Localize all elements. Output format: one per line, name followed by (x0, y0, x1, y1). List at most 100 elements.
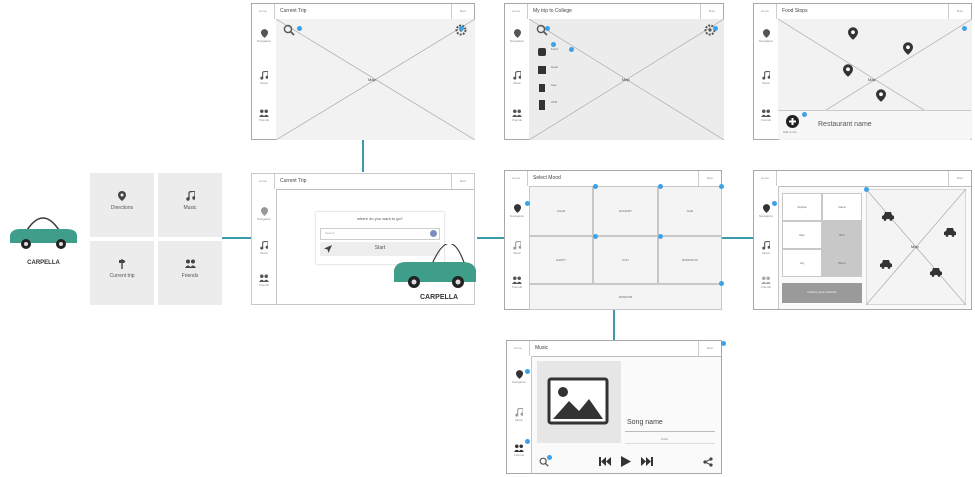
nav-music[interactable]: Music (505, 241, 529, 255)
mood-hungry[interactable]: HUNGRY (593, 186, 658, 236)
nav-navigation[interactable]: Navigation (754, 204, 778, 218)
nav-friends[interactable]: Friends (754, 109, 778, 122)
start-row[interactable]: Start (320, 242, 440, 256)
mood-romantic[interactable]: ROMANTIC (658, 236, 722, 284)
friend-option-selected[interactable]: Brian (822, 249, 862, 277)
nav-friends[interactable]: Friends (252, 109, 276, 122)
nav-music[interactable]: Music (754, 241, 778, 255)
main-button[interactable]: Main (948, 171, 971, 186)
hotspot-dot (459, 26, 464, 31)
restaurant-bar[interactable]: Add to trip Restaurant name (778, 110, 971, 139)
home-button[interactable]: Home (505, 4, 528, 19)
music-note-icon (260, 71, 268, 80)
search-icon[interactable] (283, 24, 295, 36)
poi-label: Food (551, 47, 558, 51)
frame-music: Home Music Main Navigation Music Friends… (506, 340, 726, 474)
car-icon[interactable] (930, 267, 942, 277)
add-to-trip-label: Add to trip (783, 130, 797, 134)
menu-music[interactable]: Music (158, 173, 222, 237)
car-icon[interactable] (880, 259, 892, 269)
poi-label: ATM (551, 100, 558, 104)
home-button[interactable]: Home (507, 341, 530, 356)
nav-navigation[interactable]: Navigation (505, 29, 529, 43)
nav-friends[interactable]: Friends (505, 109, 529, 122)
map-pin-icon[interactable] (903, 42, 913, 55)
nav-music[interactable]: Music (252, 71, 276, 85)
map-pin-icon[interactable] (876, 89, 886, 102)
poi-item-atm[interactable]: ATM (537, 97, 557, 115)
friend-option[interactable]: Lily (782, 249, 822, 277)
mood-sad[interactable]: SAD (658, 186, 722, 236)
nav-friends[interactable]: Friends (505, 276, 529, 289)
main-button[interactable]: Main (698, 341, 721, 356)
home-button[interactable]: Home (754, 171, 777, 186)
nav-label: Music (762, 251, 770, 255)
main-button[interactable]: Main (698, 171, 721, 186)
mood-calm[interactable]: CALM (529, 186, 593, 236)
home-button[interactable]: Home (505, 171, 528, 186)
play-icon[interactable] (621, 456, 631, 467)
home-button[interactable]: Home (252, 174, 275, 189)
start-button[interactable]: Start (374, 245, 386, 251)
mood-happy[interactable]: HAPPY (529, 236, 593, 284)
menu-friends[interactable]: Friends (158, 241, 222, 305)
home-button[interactable]: Home (754, 4, 777, 19)
hotspot-dot (658, 184, 663, 189)
map-placeholder (866, 189, 966, 305)
poi-item-food[interactable]: Food (537, 44, 558, 62)
destination-search[interactable]: Search (320, 228, 440, 240)
car-icon[interactable] (882, 211, 894, 221)
nav-navigation[interactable]: Navigation (252, 207, 276, 221)
location-pin-icon (515, 370, 523, 379)
map-area[interactable]: Map Food Hotel Gas ATM (529, 19, 724, 140)
nav-music[interactable]: Music (507, 408, 531, 422)
share-icon[interactable] (703, 457, 713, 467)
nav-music[interactable]: Music (754, 71, 778, 85)
nav-friends[interactable]: Friends (754, 276, 778, 289)
mood-random[interactable]: RANDOM (529, 284, 722, 310)
friends-map[interactable]: Map (866, 189, 966, 305)
add-circle-icon[interactable] (786, 115, 799, 128)
main-button[interactable]: Main (700, 4, 723, 19)
menu-directions[interactable]: Directions (90, 173, 154, 237)
mood-fun[interactable]: FUN (593, 236, 658, 284)
search-icon[interactable] (539, 457, 549, 467)
nav-navigation[interactable]: Navigation (505, 204, 529, 218)
location-pin-icon (260, 29, 268, 38)
friend-option[interactable]: Dave (822, 193, 862, 221)
music-note-icon (515, 408, 523, 417)
nav-music[interactable]: Music (505, 71, 529, 85)
menu-friends-label: Friends (181, 273, 199, 279)
search-icon[interactable] (536, 24, 548, 36)
previous-icon[interactable] (599, 457, 611, 466)
mic-icon[interactable] (430, 230, 437, 237)
destination-card: where do you want to go? Search Start (316, 212, 444, 264)
map-area[interactable]: Map Add to trip Restaurant name (778, 19, 972, 140)
main-button[interactable]: Main (948, 4, 971, 19)
home-button[interactable]: Home (252, 4, 275, 19)
nav-navigation[interactable]: Navigation (754, 29, 778, 43)
menu-current-trip[interactable]: Current trip (90, 241, 154, 305)
invite-button[interactable]: Invite to your road trip (782, 283, 862, 303)
map-pin-icon[interactable] (848, 27, 858, 40)
car-icon[interactable] (944, 227, 956, 237)
nav-navigation[interactable]: Navigation (507, 370, 531, 384)
main-button[interactable]: Main (451, 174, 474, 189)
music-note-icon (260, 241, 268, 250)
poi-item-gas[interactable]: Gas (537, 80, 557, 98)
nav-music[interactable]: Music (252, 241, 276, 255)
friend-option-selected[interactable]: Bob (822, 221, 862, 249)
hotel-icon (538, 66, 546, 74)
nav-navigation[interactable]: Navigation (252, 29, 276, 43)
friends-icon (259, 274, 269, 282)
friend-option[interactable]: Sophie (782, 193, 822, 221)
nav-friends[interactable]: Friends (252, 274, 276, 287)
nav-label: Friends (760, 285, 771, 289)
next-icon[interactable] (641, 457, 653, 466)
nav-friends[interactable]: Friends (507, 444, 531, 457)
main-button[interactable]: Main (451, 4, 474, 19)
friend-option[interactable]: Ray (782, 221, 822, 249)
map-pin-icon[interactable] (843, 64, 853, 77)
map-area[interactable]: Map (276, 19, 475, 140)
poi-item-hotel[interactable]: Hotel (537, 62, 558, 80)
